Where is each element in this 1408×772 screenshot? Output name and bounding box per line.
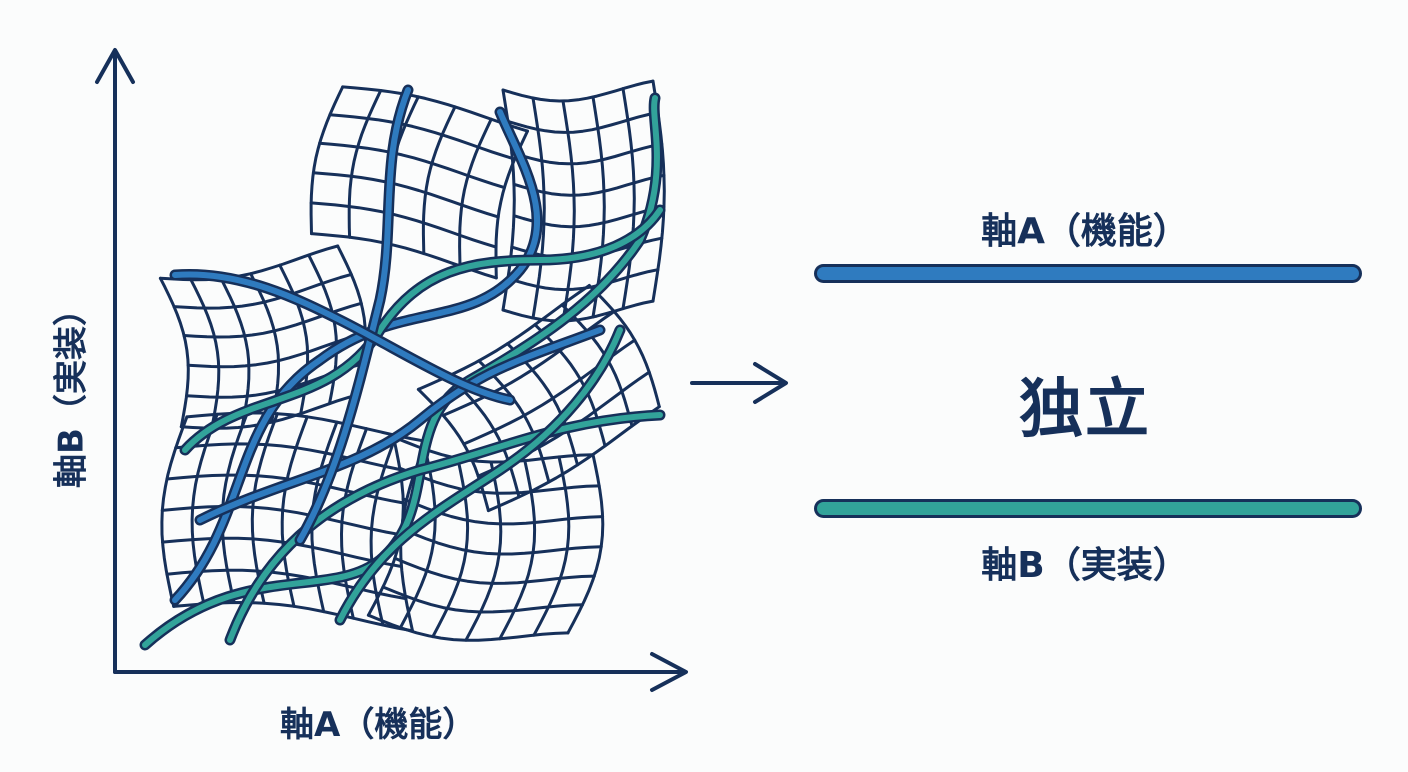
independent-label: 独立 (1019, 373, 1151, 447)
x-axis-label: 軸A（機能） (280, 705, 477, 745)
grid-top-right (591, 95, 606, 319)
grid-top-right (512, 173, 666, 197)
grid-top-right (561, 99, 576, 323)
grid-top (318, 141, 506, 190)
grid-bottom-left (165, 568, 408, 601)
grid-top (311, 171, 500, 219)
flow-4 (227, 412, 663, 643)
flow-2 (182, 207, 663, 453)
grid-top (421, 105, 457, 256)
flow-5 (297, 87, 411, 543)
grid-top-right (506, 111, 660, 134)
grid-top (309, 85, 345, 236)
tangled-grids (139, 79, 666, 651)
grid-left (158, 276, 190, 429)
y-axis-arrow-icon (95, 48, 135, 84)
flow-3 (197, 327, 603, 523)
grid-bottom (381, 585, 584, 614)
grid-top-right (621, 87, 636, 311)
axis-b-label: 軸B（実装） (981, 545, 1189, 586)
grid-bottom (393, 556, 596, 585)
grid-top (347, 89, 383, 239)
grid-top-right (501, 79, 655, 103)
grid-left (189, 278, 221, 430)
right-arrow-icon (690, 362, 788, 404)
grid-left (219, 277, 251, 429)
grid-top (458, 117, 493, 268)
grid-left (186, 331, 367, 369)
grid-bottom-left (161, 536, 403, 568)
grid-bottom (400, 527, 603, 556)
grid-top-right (510, 142, 664, 166)
grid-top-right (506, 268, 660, 292)
flow-6 (337, 327, 623, 623)
flow-7 (172, 271, 513, 403)
grid-bottom-left (174, 442, 417, 474)
grid-top-right (531, 96, 546, 320)
grid-bottom-left (160, 505, 403, 537)
axis-a-label: 軸A（機能） (981, 211, 1189, 252)
grid-bottom (366, 613, 570, 642)
grid-top (328, 113, 517, 161)
axes (95, 48, 688, 692)
grid-left (172, 272, 353, 310)
grid-bottom (398, 466, 601, 495)
x-axis-arrow-icon (650, 652, 688, 692)
grid-top (309, 201, 498, 249)
grid-right (486, 405, 661, 513)
grid-top (341, 85, 529, 133)
flow-1 (172, 109, 541, 603)
y-axis-label: 軸B（実装） (51, 292, 92, 488)
